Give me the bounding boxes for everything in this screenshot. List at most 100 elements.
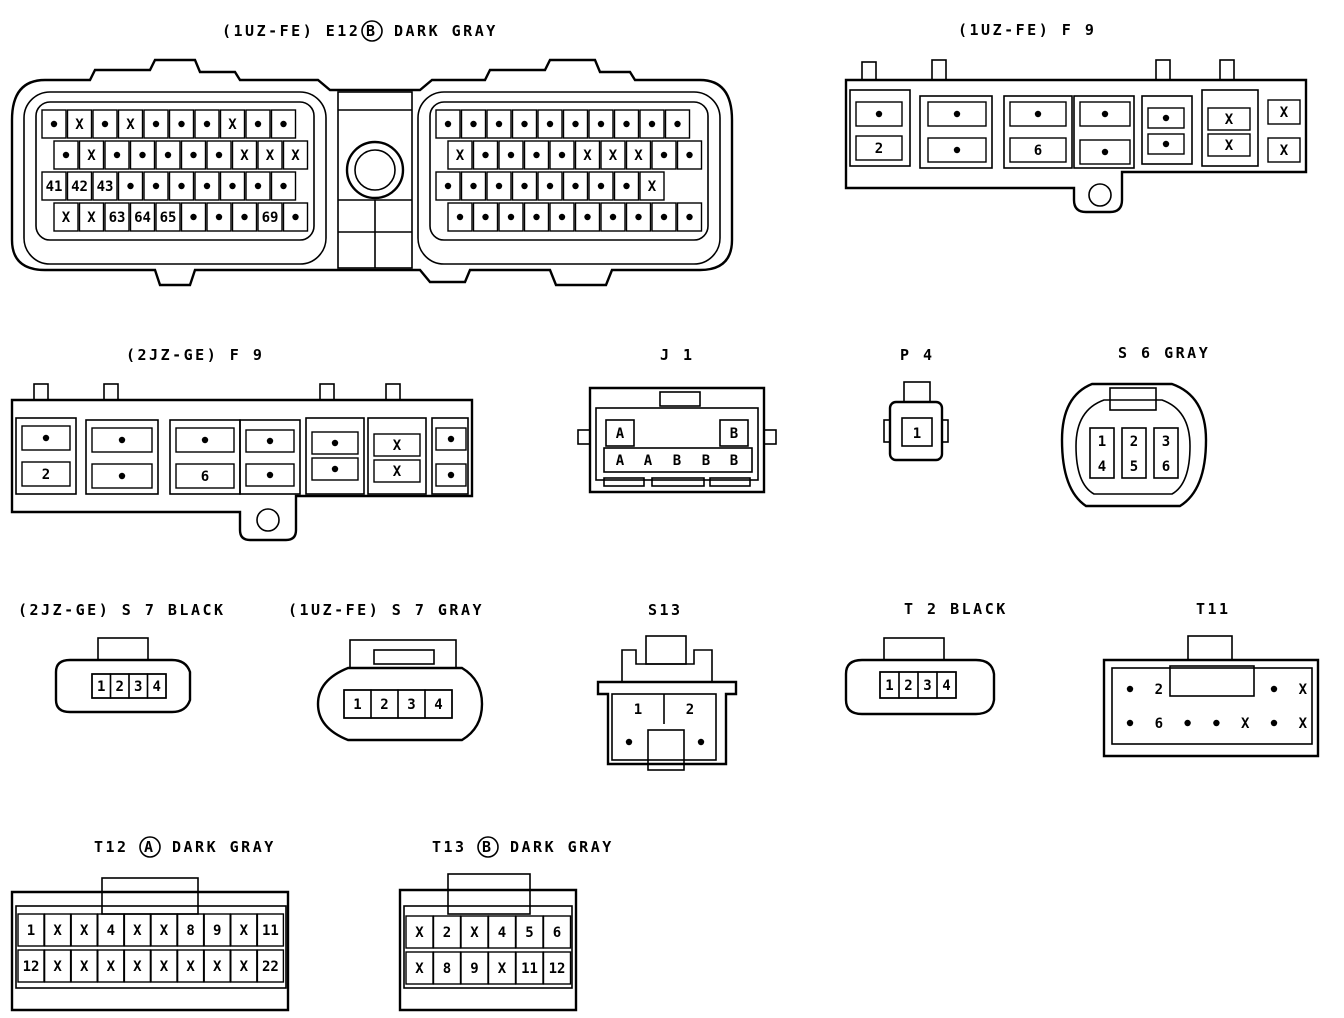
e12-right-pin [686,213,693,221]
e12-left-pin [203,182,211,190]
e12-left-pin [152,182,160,190]
f9-2jz-pin [331,439,339,447]
f9-1uz-pin: X [1280,143,1289,159]
e12-right-pin [470,182,477,190]
s7_2jz-pin: 1 [97,679,105,695]
t13-pin: 12 [549,961,566,977]
t12-pin: X [133,959,142,975]
s7_1uz-pin: 2 [380,697,388,713]
e12-left-pin [178,182,185,190]
e12-right-pin [558,213,566,221]
e12-circle-badge [361,20,383,42]
f9-1uz-pin: 6 [1034,143,1042,159]
e12-left-pin [203,120,211,128]
e12-left-pin [280,182,287,190]
f9-1uz-pin [953,146,961,154]
f9-2jz-pin [447,435,455,443]
s7_1uz-pin: 4 [434,697,442,713]
j1-pin: A [644,453,653,469]
e12-left-pin [127,182,134,190]
e12-right-pin [521,120,528,128]
t11-pin [1213,719,1220,727]
e12-right-pin [470,120,477,128]
f9-2jz-pin [447,471,455,479]
e12-right-pin [648,120,656,128]
e12-left-pin: 64 [134,210,151,226]
f9-2jz-pin: 2 [42,467,50,483]
e12-right-pin [584,213,591,221]
e12-right-pin [456,213,464,221]
t2-pin: 4 [942,678,950,694]
t13-pin: 9 [470,961,478,977]
f9-2jz-pin [201,436,209,444]
f9-1uz-pin [1101,148,1109,156]
t12-pin: X [240,959,249,975]
e12-title-b: B [366,22,378,40]
t12-pin: 12 [23,959,40,975]
t12-pin: 11 [262,923,279,939]
e12-right-pin [660,213,668,221]
f9-1uz-pin: X [1225,112,1234,128]
e12-left-pin [241,213,248,221]
t13-pin: 11 [521,961,538,977]
t12-title-a: T12 [94,838,129,856]
t12-pin: X [107,959,116,975]
s7_2jz-pin: 2 [116,679,124,695]
e12-right-pin [572,120,579,128]
f9-1uz-pin [1162,114,1170,122]
e12-right-pin [533,213,540,221]
f9-2jz-pin [42,434,50,442]
e12-left-pin: X [87,148,96,164]
e12-right-pin: X [456,148,465,164]
e12-left-pin [229,182,236,190]
e12-left-pin: X [87,210,96,226]
e12-left-pin [254,182,262,190]
e12-left-pin [292,213,299,221]
t11-pin: 2 [1155,682,1163,698]
t13-title-c: DARK GRAY [510,838,614,856]
f9-1uz-pin: 2 [875,141,883,157]
e12-left-pin: X [62,210,71,226]
t13-title-a: T13 [432,838,467,856]
t12-pin: X [53,959,62,975]
e12-right-pin [558,151,566,159]
t12-pin: X [80,959,89,975]
e12-right-pin [597,182,605,190]
t12-pin: 22 [262,959,279,975]
s13-pin: 1 [634,702,642,718]
t13-pin: X [415,961,424,977]
t13-pin: 6 [553,925,561,941]
s6-pin: 3 [1162,434,1170,450]
e12-right-pin [444,182,452,190]
t12-pin: 8 [186,923,194,939]
e12-left-pin [215,151,223,159]
t11-pin: X [1241,716,1250,732]
s6-pin: 6 [1162,459,1170,475]
e12-right-pin [482,151,489,159]
s7_1uz-pin: 3 [407,697,415,713]
e12-left-pin: 43 [97,179,114,195]
t12-pin: X [160,959,169,975]
e12-right-pin [521,182,528,190]
e12-right-pin [507,151,515,159]
e12-right-pin [686,151,693,159]
e12-left-pin: X [126,117,135,133]
e12-left-pin [178,120,185,128]
e12-left-pin: 63 [109,210,126,226]
e12-right-pin [660,151,668,159]
e12-left-pin [139,151,146,159]
t11-pin [1270,685,1278,693]
s7-1uz-title: (1UZ-FE) S 7 GRAY [288,601,484,619]
